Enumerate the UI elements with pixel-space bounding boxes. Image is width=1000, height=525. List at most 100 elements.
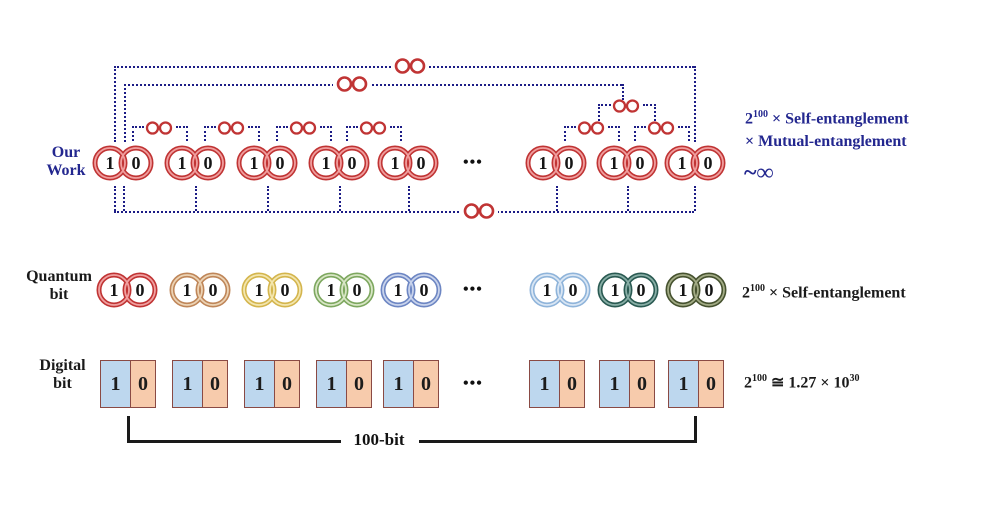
connector-loop: [158, 121, 173, 135]
qubit-digit-one: 1: [543, 280, 552, 300]
qubit-digit-one: 1: [539, 153, 548, 173]
pair-entanglement-connector: [288, 120, 318, 141]
qubit-digit-zero: 0: [417, 153, 426, 173]
qubit-loop: [379, 147, 411, 179]
bottom-line-corner-right: [694, 186, 696, 211]
connector-bracket-left: [276, 126, 288, 141]
qubit-digit-one: 1: [678, 153, 687, 173]
digital-bit-label-line1: Digital: [39, 357, 86, 374]
qubit-digit-one: 1: [106, 153, 115, 173]
qubit-digit-zero: 0: [637, 280, 646, 300]
qubit-loop: [238, 147, 270, 179]
qubit-digit-one: 1: [178, 153, 187, 173]
bracket-right-arm: [694, 416, 697, 443]
connector-loop: [625, 99, 640, 113]
qubit-digit-one: 1: [183, 280, 192, 300]
pair-entanglement-connector: [144, 120, 174, 141]
connector-bracket-right: [248, 126, 260, 141]
entanglement-infinity-icon: [612, 99, 640, 113]
connector-loop: [612, 99, 627, 113]
bracket-left-arm: [127, 416, 130, 443]
connector-loop: [394, 58, 411, 74]
entanglement-infinity-icon: [577, 121, 605, 135]
qubit-digit-one: 1: [322, 153, 331, 173]
qubit-digit-one: 1: [391, 153, 400, 173]
pair-entanglement-connector: [576, 120, 606, 141]
digital-digit-zero: 0: [129, 361, 155, 407]
digital-digit-zero: 0: [201, 361, 227, 407]
digital-digit-one: 1: [245, 361, 274, 407]
digital-annotation: 2100 ≅ 1.27 × 1030: [744, 373, 860, 392]
connector-bracket-right: [608, 126, 620, 141]
quantum-bit-label: Quantum bit: [14, 268, 104, 304]
connector-tick: [123, 186, 125, 211]
connector-bracket-left: [346, 126, 358, 141]
digital-bit-label: Digital bit: [25, 357, 100, 393]
group-entanglement-connector: [611, 98, 641, 119]
qubit-loop: [599, 274, 631, 306]
pair-entanglement-connector: [216, 120, 246, 141]
entanglement-infinity-icon: [391, 57, 429, 75]
qubit-loop: [264, 147, 296, 179]
connector-loop: [336, 76, 353, 92]
mutual-entanglement-drop-left-inner: [124, 84, 126, 142]
infinity-annotation: ~∞: [744, 160, 774, 186]
qubit-digit-zero: 0: [276, 153, 285, 173]
qubit-loop: [553, 147, 585, 179]
connector-bracket-left: [204, 126, 216, 141]
qubit-digit-zero: 0: [209, 280, 218, 300]
our-work-ellipsis: •••: [463, 154, 483, 171]
qubit-loop: [405, 147, 437, 179]
qubit-loop: [269, 274, 301, 306]
qubit-loop: [693, 274, 725, 306]
qubit-loop: [625, 274, 657, 306]
qubit-digit-zero: 0: [420, 280, 429, 300]
qubit-digit-zero: 0: [353, 280, 362, 300]
mutual-entanglement-line-second: [124, 84, 622, 86]
digital-digit-one: 1: [600, 361, 629, 407]
digital-digit-zero: 0: [412, 361, 438, 407]
qubit-digit-one: 1: [110, 280, 119, 300]
qubit-loop: [315, 274, 347, 306]
digital-digit-zero: 0: [558, 361, 584, 407]
our-work-label-line2: Work: [46, 162, 86, 179]
pair-entanglement-connector: [358, 120, 388, 141]
qubit-loop: [527, 147, 559, 179]
connector-loop: [372, 121, 387, 135]
qubit-digit-zero: 0: [704, 153, 713, 173]
qubit-loop: [94, 147, 126, 179]
qubit-loop: [171, 274, 203, 306]
line-entanglement-connector: [333, 75, 371, 98]
connector-loop: [577, 121, 592, 135]
qubit-loop: [341, 274, 373, 306]
quantum-bit-label-line2: bit: [49, 286, 69, 303]
mutual-entanglement-line-bottom: [114, 211, 694, 213]
connector-tick: [195, 186, 197, 211]
qubit-digit-zero: 0: [348, 153, 357, 173]
connector-bracket-right: [320, 126, 332, 141]
digital-digit-one: 1: [669, 361, 698, 407]
qubit-loop: [557, 274, 589, 306]
connector-loop: [230, 121, 245, 135]
qubit-loop: [624, 147, 656, 179]
our-work-label-line1: Our: [51, 144, 81, 161]
connector-bracket-left: [564, 126, 576, 141]
